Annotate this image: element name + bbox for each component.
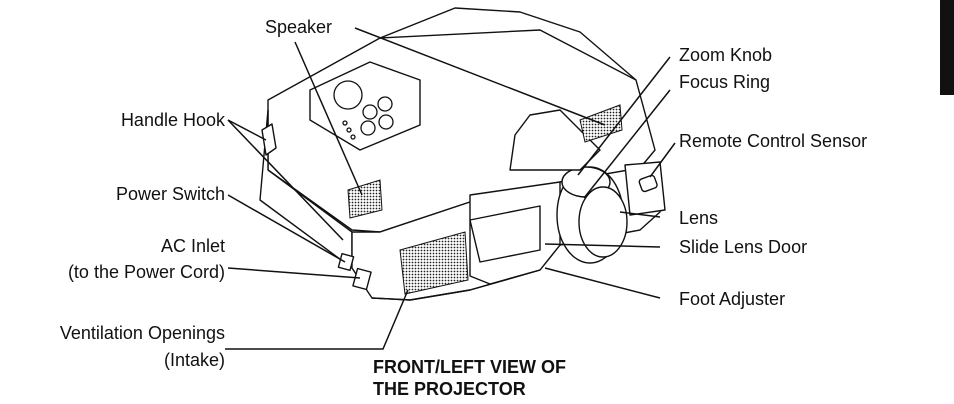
label-foot-adjuster: Foot Adjuster: [679, 289, 786, 309]
section-tab: [940, 0, 954, 95]
leader-focus-ring: [583, 89, 671, 199]
label-ac-inlet-line1: AC Inlet: [160, 236, 225, 256]
direction-button: [333, 80, 363, 110]
button-4: [378, 114, 394, 130]
button-1: [362, 104, 378, 120]
leader-speaker-left: [294, 41, 363, 196]
leader-speaker-right: [354, 27, 606, 126]
label-ventilation-line1: Ventilation Openings: [59, 323, 225, 343]
button-2: [377, 96, 393, 112]
indicator-1: [342, 120, 348, 126]
lens-glass: [578, 186, 628, 258]
indicator-3: [350, 134, 356, 140]
control-panel: [309, 61, 421, 151]
label-zoom-knob: Zoom Knob: [679, 45, 773, 65]
leader-remote-sensor: [649, 142, 676, 178]
leader-foot-adjuster: [544, 267, 661, 299]
button-3: [360, 120, 376, 136]
caption-line2: THE PROJECTOR: [373, 379, 526, 399]
label-handle-hook: Handle Hook: [120, 110, 225, 130]
leader-handle-hook-1: [227, 119, 267, 141]
speaker-grille-left: [347, 179, 383, 219]
leader-handle-hook-2: [227, 119, 344, 241]
remote-sensor-window: [638, 174, 658, 193]
label-speaker: Speaker: [265, 17, 333, 37]
handle-hook: [261, 123, 277, 156]
power-switch: [337, 252, 355, 272]
label-power-switch: Power Switch: [115, 184, 225, 204]
label-ac-inlet-line2: (to the Power Cord): [67, 262, 225, 282]
leader-ventilation: [225, 289, 409, 350]
caption-line1: FRONT/LEFT VIEW OF: [373, 357, 566, 377]
leader-zoom-knob: [577, 56, 671, 176]
label-remote-sensor: Remote Control Sensor: [679, 131, 868, 151]
leader-power-switch: [227, 194, 346, 263]
label-lens: Lens: [679, 208, 719, 228]
label-ventilation-line2: (Intake): [163, 350, 225, 370]
leader-ac-inlet: [227, 267, 361, 279]
label-slide-lens-door: Slide Lens Door: [679, 237, 808, 257]
leader-slide-lens-door: [544, 243, 661, 248]
leader-lens: [619, 211, 661, 218]
label-focus-ring: Focus Ring: [679, 72, 771, 92]
indicator-2: [346, 127, 352, 133]
ventilation-grille: [399, 231, 469, 295]
